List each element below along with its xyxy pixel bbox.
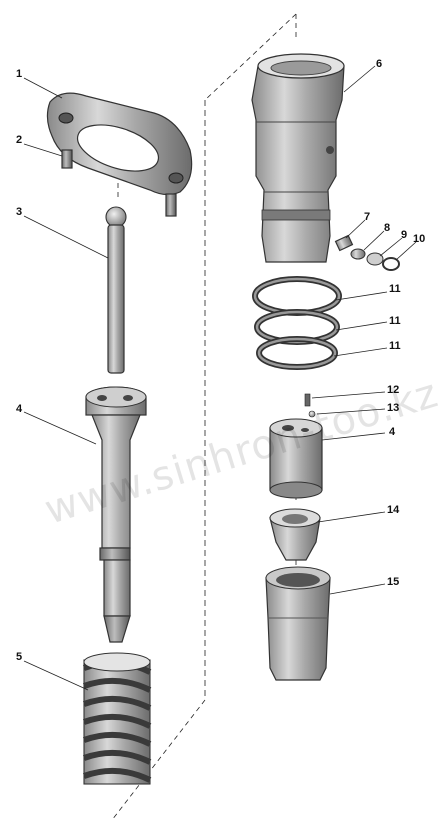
callout-4-left: 4	[16, 403, 23, 415]
callout-9: 9	[401, 229, 407, 241]
callout-7: 7	[364, 211, 370, 223]
callout-15: 15	[387, 576, 399, 588]
callout-labels: 1 2 3 4 5 6 7 8 9 10 11 11 11 12 13 4 14…	[16, 58, 425, 663]
callout-12: 12	[387, 384, 399, 396]
pin-ball-part	[304, 393, 316, 418]
callout-6: 6	[376, 58, 382, 70]
callout-13: 13	[387, 402, 399, 414]
callout-2: 2	[16, 134, 22, 146]
callout-8: 8	[384, 222, 390, 234]
callout-11-middle: 11	[389, 315, 401, 327]
valve-seat-part	[269, 508, 321, 561]
callout-4-right: 4	[389, 426, 396, 438]
callout-14: 14	[387, 504, 400, 516]
callout-3: 3	[16, 206, 22, 218]
pushrod-part	[105, 206, 127, 374]
nut-part	[265, 566, 331, 681]
barrel-part	[251, 53, 345, 263]
spring-part	[82, 652, 152, 785]
sealing-rings-part	[252, 276, 342, 370]
callout-10: 10	[413, 233, 425, 245]
sleeve-part	[269, 418, 323, 499]
flange-part	[46, 92, 193, 196]
callout-1: 1	[16, 68, 22, 80]
stud-part	[61, 149, 177, 217]
leader-lines	[23, 65, 417, 691]
callout-5: 5	[16, 651, 22, 663]
callout-11-bottom: 11	[389, 340, 401, 352]
plunger-part	[85, 386, 147, 643]
callout-11-top: 11	[389, 283, 401, 295]
valve-small-parts	[334, 234, 400, 271]
